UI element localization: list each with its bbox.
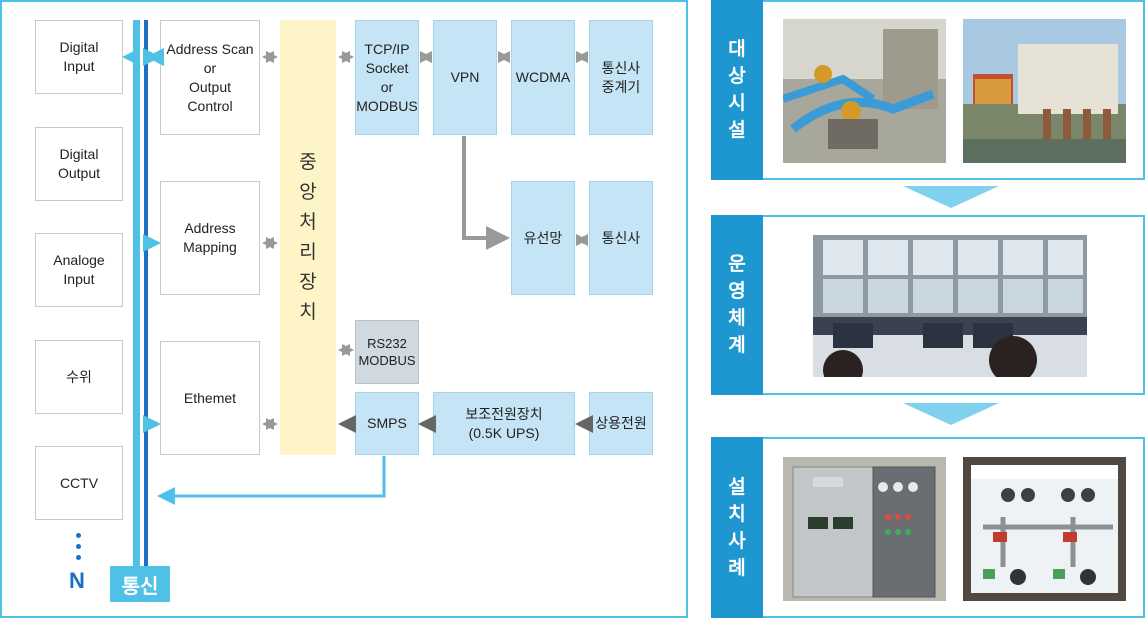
- input-digital-output: Digital Output: [35, 127, 123, 201]
- wired-network-box: 유선망: [511, 181, 575, 295]
- carrier-box: 통신사: [589, 181, 653, 295]
- comm-bus-light: [133, 20, 140, 585]
- input-count-n: N: [69, 568, 85, 593]
- flow-arrow-2: [903, 403, 999, 425]
- rs232-box: RS232 MODBUS: [355, 320, 419, 384]
- control-panel-photo: [783, 457, 946, 601]
- comm-bus-dark: [144, 20, 148, 585]
- address-scan-box: Address Scan or Output Control: [160, 20, 260, 135]
- target-facility-tab: 대 상 시 설: [711, 0, 763, 180]
- wcdma-box: WCDMA: [511, 20, 575, 135]
- carrier-relay-box: 통신사 중계기: [589, 20, 653, 135]
- commercial-power-box: 상용전원: [589, 392, 653, 455]
- more-inputs-dots: [76, 533, 81, 560]
- connector-layer: [122, 48, 593, 505]
- operation-system-panel: 운 영 체 계: [711, 215, 1145, 395]
- pump-room-photo: [783, 19, 946, 163]
- vpn-box: VPN: [433, 20, 497, 135]
- operation-system-tab: 운 영 체 계: [711, 215, 763, 395]
- water-gate-photo: [963, 19, 1126, 163]
- input-analog-input: Analoge Input: [35, 233, 123, 307]
- cpu-label: 중 앙 처 리 장 치: [299, 151, 317, 323]
- input-water-level: 수위: [35, 340, 123, 414]
- smps-box: SMPS: [355, 392, 419, 455]
- cpu-box: 중 앙 처 리 장 치: [280, 20, 336, 455]
- hmi-screen-photo: [963, 457, 1126, 601]
- control-room-photo: [813, 235, 1087, 377]
- arrow-vpn-wired: [462, 136, 510, 250]
- installation-case-panel: 설 치 사 례: [711, 437, 1145, 618]
- flow-arrow-1: [903, 186, 999, 208]
- comm-label: 통신: [110, 566, 170, 602]
- arrow-smps-bus: [157, 456, 386, 505]
- input-digital-input: Digital Input: [35, 20, 123, 94]
- tcp-ip-box: TCP/IP Socket or MODBUS: [355, 20, 419, 135]
- target-facility-panel: 대 상 시 설: [711, 0, 1145, 180]
- input-cctv: CCTV: [35, 446, 123, 520]
- installation-case-tab: 설 치 사 례: [711, 437, 763, 618]
- ethernet-box: Ethemet: [160, 341, 260, 455]
